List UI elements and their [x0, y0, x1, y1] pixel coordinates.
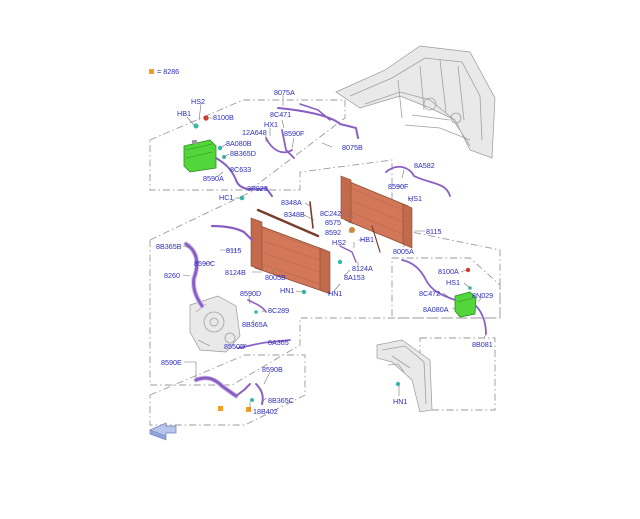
label-8590f-top: 8590F	[284, 129, 305, 138]
label-8c242: 8C242	[320, 209, 341, 218]
label-8b365c: 8B365C	[268, 396, 294, 405]
label-8a153: 8A153	[344, 273, 365, 282]
label-8c289: 8C289	[268, 306, 289, 315]
label-8592: 8592	[325, 228, 341, 237]
label-8n029: 8N029	[472, 291, 493, 300]
label-hb1: HB1	[177, 109, 191, 118]
seal-bar-8348b	[256, 208, 320, 238]
label-3p923: 3P923	[247, 184, 268, 193]
label-hs1-right: HS1	[446, 278, 460, 287]
marker-8286-b	[246, 407, 251, 412]
label-8a080b: 8A080B	[226, 139, 252, 148]
frame-upper-left	[149, 99, 346, 191]
label-8b081: 8B081	[472, 340, 493, 349]
coolant-reservoir-left	[183, 139, 217, 173]
label-8075b: 8075B	[342, 143, 363, 152]
front-end-structure	[335, 45, 496, 159]
leader-lines	[182, 95, 487, 410]
label-8124b: 8124B	[225, 268, 246, 277]
label-8005a: 8005A	[393, 247, 414, 256]
frame-lower-right	[419, 337, 496, 411]
label-hs2-top: HS2	[191, 97, 205, 106]
view-direction-arrow-icon	[149, 422, 177, 441]
label-8075a: 8075A	[274, 88, 295, 97]
label-8005b: 8005B	[265, 273, 286, 282]
seal-bar-right	[371, 225, 381, 253]
label-8590e: 8590E	[161, 358, 182, 367]
lower-body-bracket	[376, 339, 433, 413]
label-hs1: HS1	[408, 194, 422, 203]
label-8590c: 8590C	[194, 259, 215, 268]
sensor-8592	[349, 227, 355, 233]
label-8550d: 8550D	[224, 342, 245, 351]
label-hx1: HX1	[264, 120, 278, 129]
radiator-left	[250, 217, 331, 295]
label-18b402: 18B402	[253, 407, 278, 416]
label-12a648: 12A648	[242, 128, 267, 137]
label-8a080a: 8A080A	[423, 305, 449, 314]
label-8348a: 8348A	[281, 198, 302, 207]
label-8c633: 8C633	[230, 165, 251, 174]
label-hs2-mid: HS2	[332, 238, 346, 247]
label-8c471: 8C471	[270, 110, 291, 119]
label-hn1-bottom: HN1	[393, 397, 407, 406]
label-8590d: 8590D	[240, 289, 261, 298]
label-hb1-mid: HB1	[360, 235, 374, 244]
engine-pump-block	[189, 295, 241, 353]
sensor-8100a	[465, 267, 471, 273]
label-8100a: 8100A	[438, 267, 459, 276]
label-8100b: 8100B	[213, 113, 234, 122]
legend-marker	[149, 69, 154, 74]
radiator-right	[340, 175, 413, 249]
label-hn1-b: HN1	[328, 289, 342, 298]
label-8a365: 8A365	[268, 338, 289, 347]
label-8b365a: 8B365A	[242, 320, 268, 329]
label-8260: 8260	[164, 271, 180, 280]
label-8590a: 8590A	[203, 174, 224, 183]
legend-text: = 8286	[157, 67, 179, 76]
label-8124a: 8124A	[352, 264, 373, 273]
label-8b365b: 8B365B	[156, 242, 182, 251]
label-8b365d: 8B365D	[230, 149, 256, 158]
label-8348b: 8348B	[284, 210, 305, 219]
label-8c472: 8C472	[419, 289, 440, 298]
frame-lower-left	[149, 354, 306, 426]
label-hn1-a: HN1	[280, 286, 294, 295]
coolant-reservoir-right	[454, 291, 477, 318]
label-hc1: HC1	[219, 193, 233, 202]
label-8115-left: 8115	[226, 246, 241, 255]
frame-right-reservoir	[391, 257, 501, 319]
label-8590f-right: 8590F	[388, 182, 409, 191]
clips	[193, 123, 472, 402]
label-8575: 8575	[325, 218, 341, 227]
label-8a582: 8A582	[414, 161, 435, 170]
seal-bar-8348a	[309, 201, 314, 229]
label-8115-right: 8115	[426, 227, 441, 236]
frame-middle	[149, 159, 501, 386]
marker-8286-a	[218, 406, 223, 411]
label-8590b: 8590B	[262, 365, 283, 374]
